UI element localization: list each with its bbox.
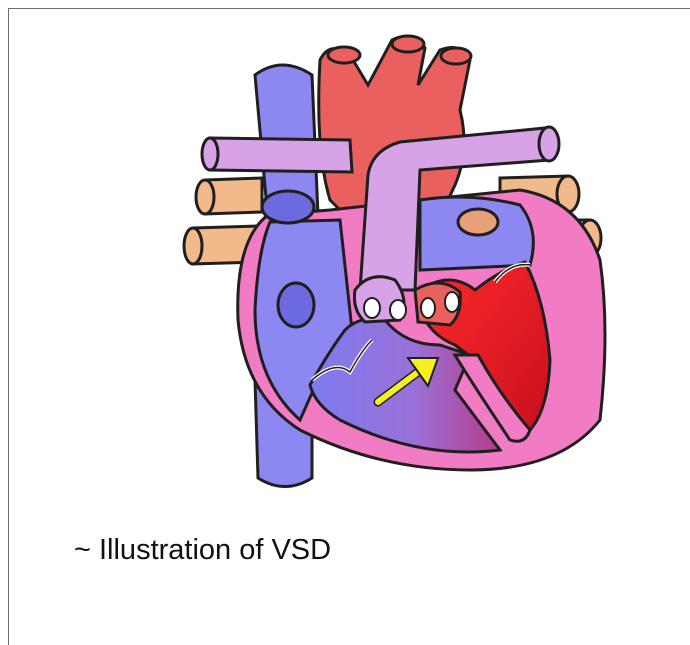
vena-cava-opening: [262, 191, 314, 223]
atrial-opening: [278, 283, 314, 327]
aorta-branch-2: [392, 36, 424, 52]
frame-gap: [9, 9, 127, 11]
aorta-branch-3: [441, 48, 471, 64]
pulmonary-artery-end: [539, 127, 559, 161]
pulmonary-artery-left: [210, 138, 352, 172]
pulmonary-vein-opening: [458, 209, 498, 235]
heart-vsd-illustration: [118, 10, 690, 520]
illustration-caption: ~ Illustration of VSD: [74, 538, 334, 562]
caption-area: ~ Illustration of VSD: [74, 538, 374, 580]
aorta-branch-1: [328, 47, 360, 63]
